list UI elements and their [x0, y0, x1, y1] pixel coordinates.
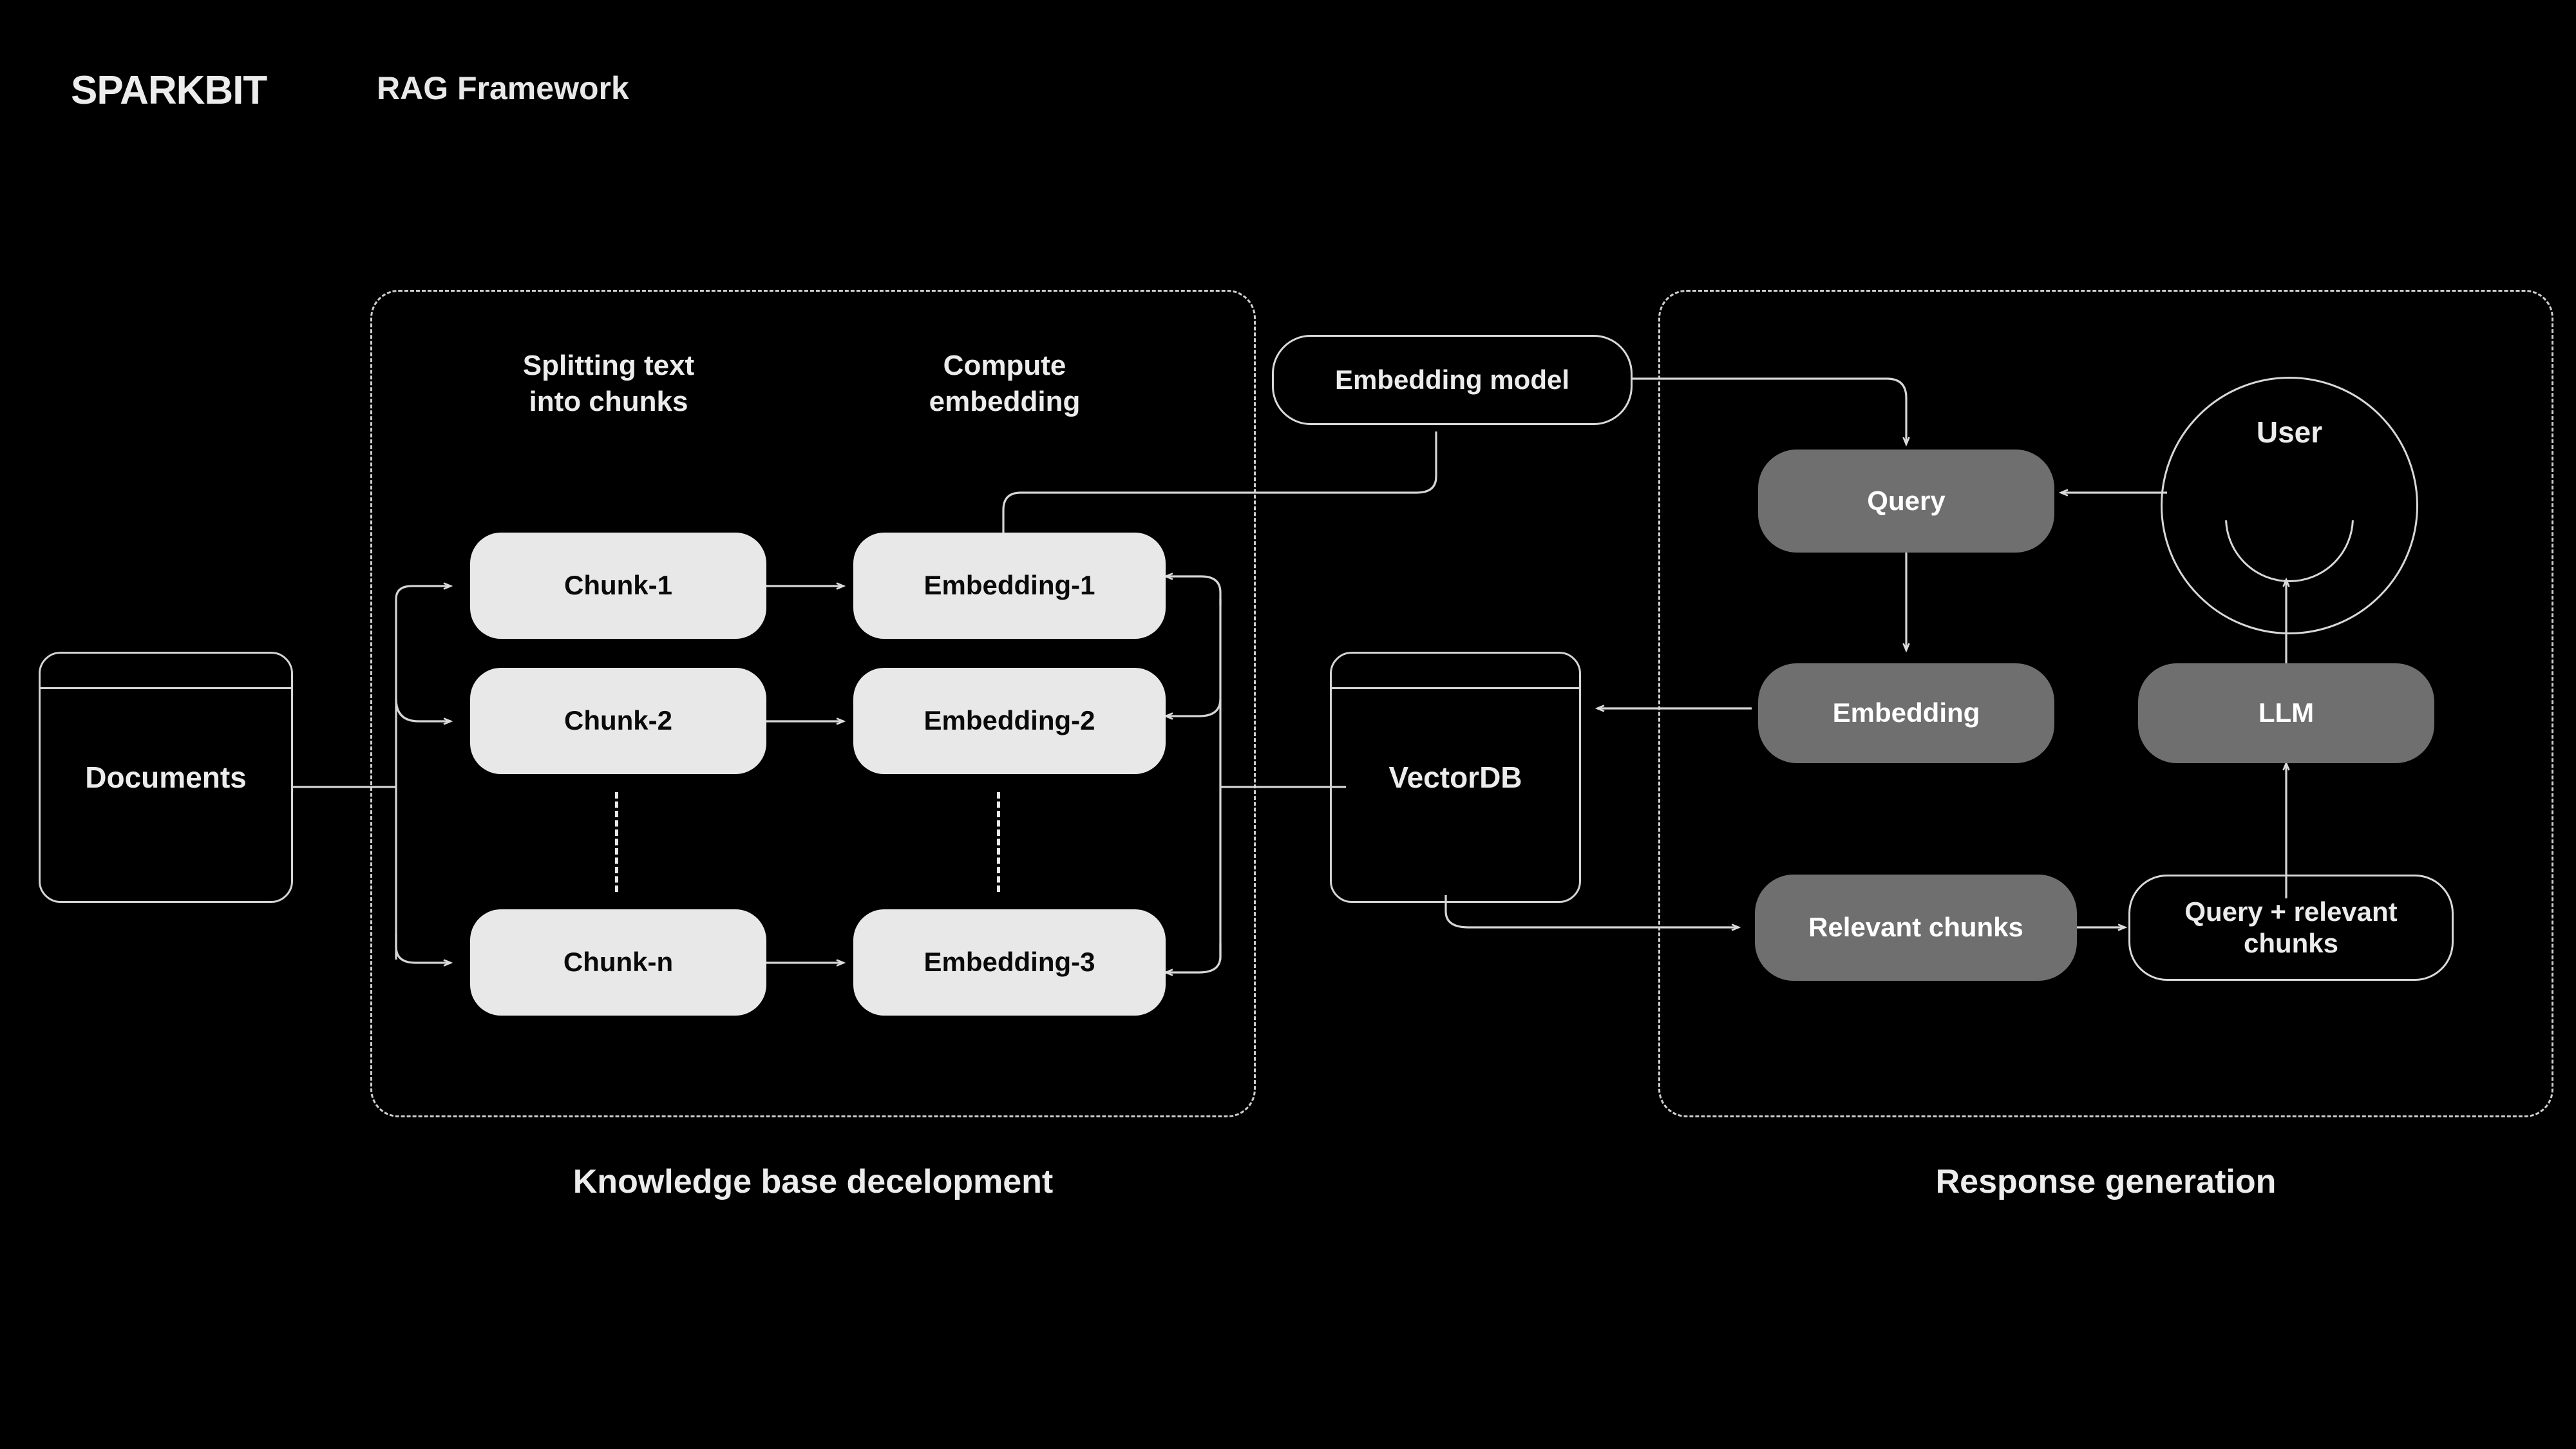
embedding-2-node[interactable]: Embedding-2: [853, 668, 1166, 774]
group-response-generation: [1658, 290, 2553, 1117]
query-node[interactable]: Query: [1758, 450, 2054, 553]
datastore-lip: [39, 687, 293, 689]
page-title: RAG Framework: [377, 70, 629, 106]
step-label-compute: Compute embedding: [847, 348, 1162, 421]
group-knowledge-base: [370, 290, 1256, 1117]
llm-node[interactable]: LLM: [2138, 663, 2434, 763]
step-label-compute-line2: embedding: [929, 386, 1081, 418]
chunk-1-node[interactable]: Chunk-1: [470, 533, 766, 639]
brand-logo: SPARKBIT: [71, 68, 267, 113]
step-label-splitting-line2: into chunks: [529, 386, 688, 418]
caption-response-generation: Response generation: [1935, 1163, 2277, 1200]
vectordb-label: VectorDB: [1388, 761, 1522, 794]
embeddings-ellipsis: [997, 792, 1000, 892]
embedding-node[interactable]: Embedding: [1758, 663, 2054, 763]
user-label: User: [2256, 415, 2323, 449]
embedding-1-node[interactable]: Embedding-1: [853, 533, 1166, 639]
query-plus-chunks-node[interactable]: Query + relevant chunks: [2128, 875, 2454, 981]
chunk-n-node[interactable]: Chunk-n: [470, 909, 766, 1016]
step-label-compute-line1: Compute: [943, 350, 1066, 381]
relevant-chunks-node[interactable]: Relevant chunks: [1755, 875, 2077, 981]
chunks-ellipsis: [615, 792, 618, 892]
vectordb-store[interactable]: VectorDB: [1330, 652, 1581, 903]
datastore-lip: [1330, 687, 1581, 689]
caption-knowledge-base: Knowledge base decelopment: [573, 1163, 1054, 1200]
smile-icon: [2225, 520, 2354, 582]
chunk-2-node[interactable]: Chunk-2: [470, 668, 766, 774]
embedding-3-node[interactable]: Embedding-3: [853, 909, 1166, 1016]
step-label-splitting-line1: Splitting text: [522, 350, 695, 381]
documents-store[interactable]: Documents: [39, 652, 293, 903]
documents-label: Documents: [85, 761, 247, 794]
step-label-splitting: Splitting text into chunks: [451, 348, 766, 421]
user-node[interactable]: User: [2161, 377, 2418, 634]
embedding-model-node[interactable]: Embedding model: [1272, 335, 1633, 425]
